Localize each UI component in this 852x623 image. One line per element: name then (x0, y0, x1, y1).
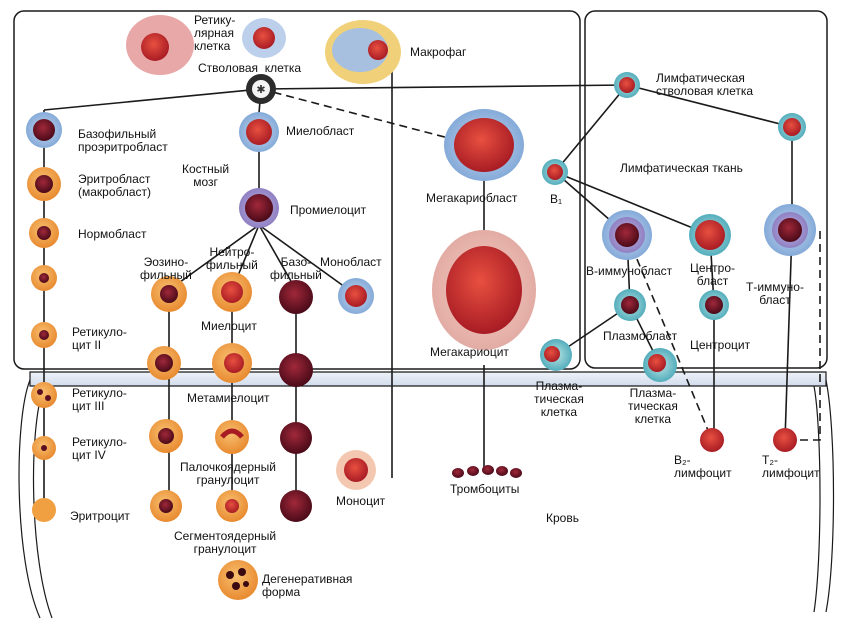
lymph-stem-cell-label: Лимфатическая стволовая клетка (656, 71, 754, 98)
reticulocyte-2-label: Ретикуло- цит II (72, 325, 127, 352)
reticular-cell-label: Ретику- лярная клетка (194, 13, 236, 53)
megakaryoblast-label: Мегакариобласт (426, 191, 518, 205)
promyelocyte-label: Промиелоцит (290, 203, 367, 217)
segmented-granulocyte-label: Сегментоядерный гранулоцит (174, 529, 277, 556)
monocyte-label: Моноцит (336, 494, 386, 508)
neutrophilic-label: Нейтро- фильный (206, 245, 258, 272)
lymph-tissue-label: Лимфатическая ткань (620, 161, 743, 175)
thrombocytes-label: Тромбоциты (450, 482, 520, 496)
svg-text:✱: ✱ (256, 83, 265, 96)
megakaryocyte-label: Мегакариоцит (430, 345, 509, 359)
degenerative-form-label: Дегенеративная форма (262, 572, 353, 599)
megakaryocyte-cells (432, 109, 536, 478)
bone-marrow-label: Костный мозг (182, 162, 230, 189)
stem-cell: ✱ (246, 74, 276, 104)
stem-cell-label: Стволовая клетка (198, 61, 302, 75)
b2-lymphocyte-label: B₂- лимфоцит (674, 453, 732, 480)
basophil-proerythroblast-label: Базофильный проэритробласт (78, 127, 168, 154)
normoblast-label: Нормобласт (78, 227, 147, 241)
myeloblast-label: Миелобласт (286, 124, 355, 138)
eosinophilic-label: Эозино- фильный (140, 255, 192, 282)
blood-vessel (18, 371, 835, 619)
t2-lymphocyte-label: Т₂- лимфоцит (762, 453, 820, 480)
plasma-cell-2-label: Плазма- тическая клетка (628, 386, 678, 426)
centrocyte-label: Центроцит (690, 338, 751, 352)
lymphoid-cells (540, 72, 816, 452)
band-granulocyte-label: Палочкоядерный гранулоцит (180, 460, 276, 487)
b-immunoblast-label: B-иммунобласт (586, 264, 673, 278)
erythroid-cells (26, 112, 62, 522)
centroblast-label: Центро- бласт (690, 261, 736, 288)
plasma-cell-1-label: Плазма- тическая клетка (534, 379, 584, 419)
monoblast-label: Монобласт (320, 255, 382, 269)
myeloid-cells (147, 112, 376, 600)
basophilic-label: Базо- фильный (270, 255, 322, 282)
plasmoblast-label: Плазмобласт (603, 329, 678, 343)
reticulocyte-4-label: Ретикуло- цит IV (72, 435, 127, 462)
b1-label: B₁ (550, 192, 563, 206)
reticulocyte-3-label: Ретикуло- цит III (72, 386, 127, 413)
myelocyte-label: Миелоцит (201, 319, 257, 333)
erythrocyte-label: Эритроцит (70, 509, 130, 523)
macrophage-label: Макрофаг (410, 45, 467, 59)
metamyelocyte-label: Метамиелоцит (187, 391, 270, 405)
blood-label: Кровь (546, 511, 579, 525)
t-immunoblast-label: Т-иммуно- бласт (746, 280, 804, 307)
macrophage-cell (325, 20, 401, 84)
erythroblast-label: Эритробласт (макробласт) (78, 172, 152, 199)
lymph-tissue-panel (584, 10, 828, 369)
reticular-cell (126, 15, 286, 75)
